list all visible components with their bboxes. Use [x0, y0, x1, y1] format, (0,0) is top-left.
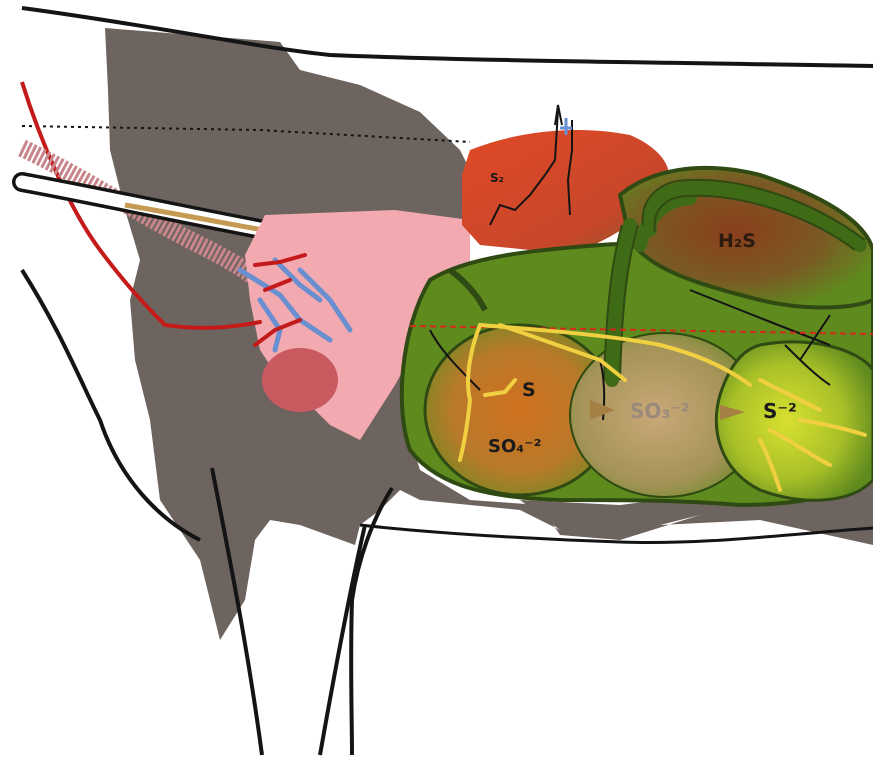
label-sulfate: SO₄⁻² — [488, 436, 542, 457]
label-sulfur: S — [522, 379, 536, 401]
front-leg-right — [320, 525, 365, 755]
label-sulfide: S⁻² — [763, 399, 797, 423]
heart — [262, 348, 338, 412]
label-sulfite: SO₃⁻² — [630, 399, 689, 423]
label-blood-symbol: S₂ — [490, 171, 504, 185]
label-h2s: H₂S — [718, 230, 756, 252]
